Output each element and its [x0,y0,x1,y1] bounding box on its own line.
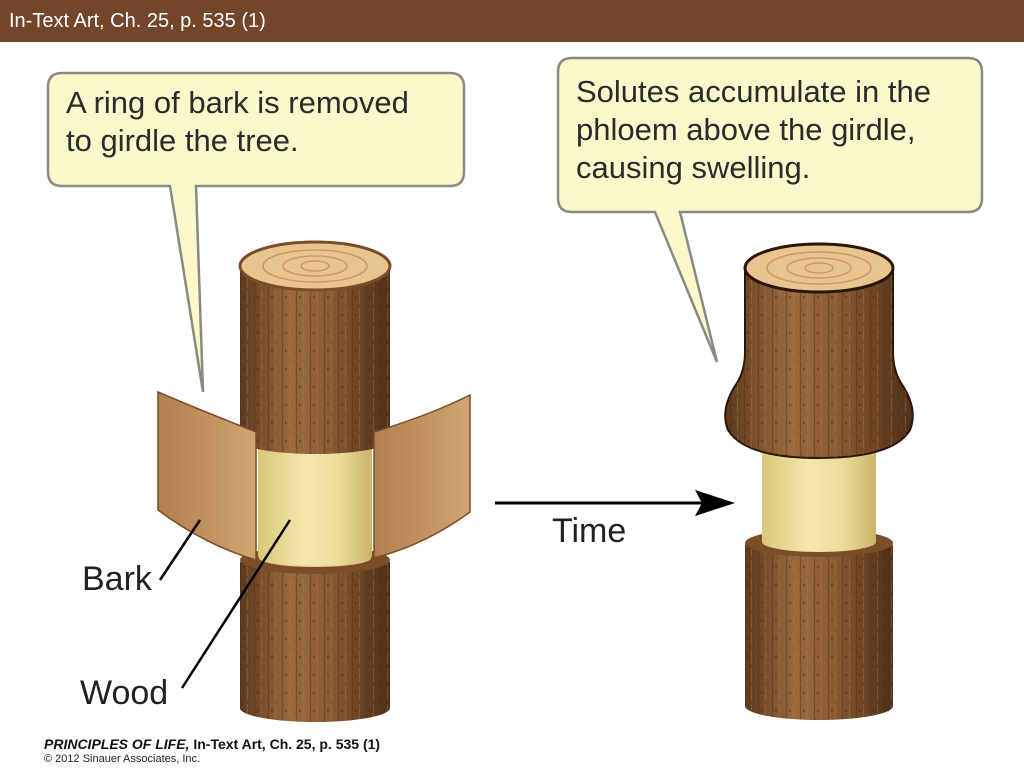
callout-bubble-left [46,71,466,393]
callout-bubble-right [556,56,984,363]
wood-label: Wood [80,674,169,712]
right-trunk-bottom [745,529,893,720]
left-trunk-bottom [240,546,390,722]
callout-right-text: Solutes accumulate in the phloem above t… [576,73,931,187]
wood-leader-line [180,519,292,689]
header-bar: In-Text Art, Ch. 25, p. 535 (1) [0,0,1024,42]
left-exposed-wood [258,445,372,566]
left-trunk-top [238,240,392,454]
footer-copyright: © 2012 Sinauer Associates, Inc. [44,753,201,765]
callout-left-line1: A ring of bark is removed [66,85,409,120]
slide-title: In-Text Art, Ch. 25, p. 535 (1) [9,10,266,32]
bark-flap-right [373,393,471,559]
time-arrow-head [695,490,735,516]
time-label: Time [552,512,627,550]
footer-line1: PRINCIPLES OF LIFE, In-Text Art, Ch. 25,… [44,736,380,752]
right-trunk-swollen-top [724,242,914,460]
footer-citation-text: In-Text Art, Ch. 25, p. 535 (1) [189,736,381,752]
bark-flap-left [157,390,257,562]
footer-citation: PRINCIPLES OF LIFE, In-Text Art, Ch. 25,… [44,736,380,766]
bark-leader-line [158,519,202,581]
footer-book-title: PRINCIPLES OF LIFE, [44,736,190,752]
callout-left-line2: to girdle the tree. [66,123,299,158]
bark-label: Bark [82,560,152,598]
callout-right-line3: causing swelling. [576,150,811,185]
right-exposed-wood [762,448,876,552]
callout-right-line2: phloem above the girdle, [576,112,916,147]
callout-right-line1: Solutes accumulate in the [576,74,931,109]
callout-left-text: A ring of bark is removed to girdle the … [66,84,409,160]
